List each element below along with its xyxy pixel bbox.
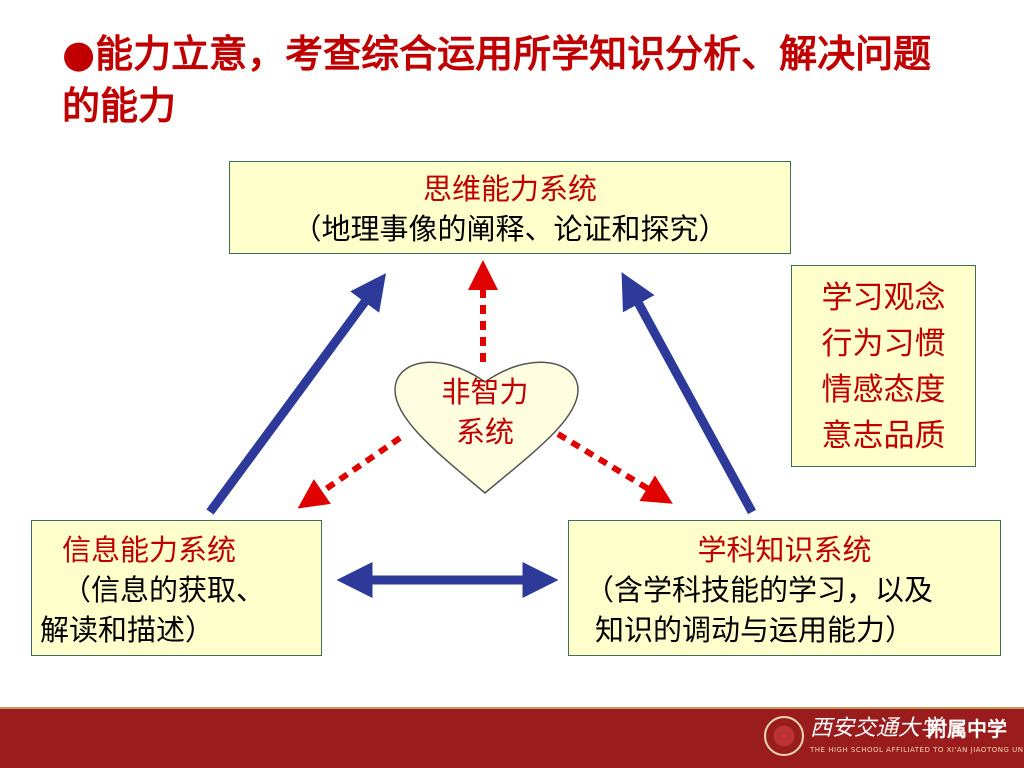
school-name-logo: 附属中学 xyxy=(927,717,1007,741)
subject-box-detail-line2: 知识的调动与运用能力） xyxy=(595,613,915,647)
school-seal-icon xyxy=(764,716,804,756)
information-ability-box: 信息能力系统 （信息的获取、 解读和描述） xyxy=(31,520,322,656)
subject-box-detail-line1: （含学科技能的学习，以及 xyxy=(585,573,934,607)
dotted-arrow-heart-to-subject xyxy=(556,431,673,504)
trait-line: 学习观念 xyxy=(821,280,946,316)
heart-label-line2: 系统 xyxy=(455,415,514,449)
info-box-detail-line1: （信息的获取、 xyxy=(62,573,266,607)
thinking-box-title: 思维能力系统 xyxy=(422,172,597,206)
school-english-name: THE HIGH SCHOOL AFFILIATED TO XI'AN JIAO… xyxy=(810,746,1024,754)
non-intellectual-traits-box: 学习观念 行为习惯 情感态度 意志品质 xyxy=(791,265,976,467)
info-box-title: 信息能力系统 xyxy=(62,533,237,567)
subject-knowledge-box: 学科知识系统 （含学科技能的学习，以及 知识的调动与运用能力） xyxy=(568,520,1001,656)
slide-title: ●能力立意，考查综合运用所学知识分析、解决问题的能力 xyxy=(62,32,932,128)
heart-label: 非智力 系统 xyxy=(420,372,550,452)
arrow-info-to-thinking xyxy=(206,273,387,515)
dotted-arrow-heart-to-info xyxy=(297,435,402,509)
heart-label-line1: 非智力 xyxy=(441,375,529,409)
trait-line: 意志品质 xyxy=(821,418,946,454)
thinking-ability-box: 思维能力系统 （地理事像的阐释、论证和探究） xyxy=(229,161,791,254)
footer-bar xyxy=(0,707,1024,768)
trait-line: 情感态度 xyxy=(821,372,946,408)
trait-line: 行为习惯 xyxy=(821,326,946,362)
arrow-subject-to-thinking xyxy=(621,272,756,515)
heart-shape xyxy=(394,361,579,494)
thinking-box-detail: （地理事像的阐释、论证和探究） xyxy=(292,212,728,246)
info-box-detail-line2: 解读和描述） xyxy=(40,613,215,647)
university-script-logo: 西安交通大学 xyxy=(810,716,943,741)
subject-box-title: 学科知识系统 xyxy=(697,533,872,567)
footer-divider xyxy=(0,707,1024,709)
